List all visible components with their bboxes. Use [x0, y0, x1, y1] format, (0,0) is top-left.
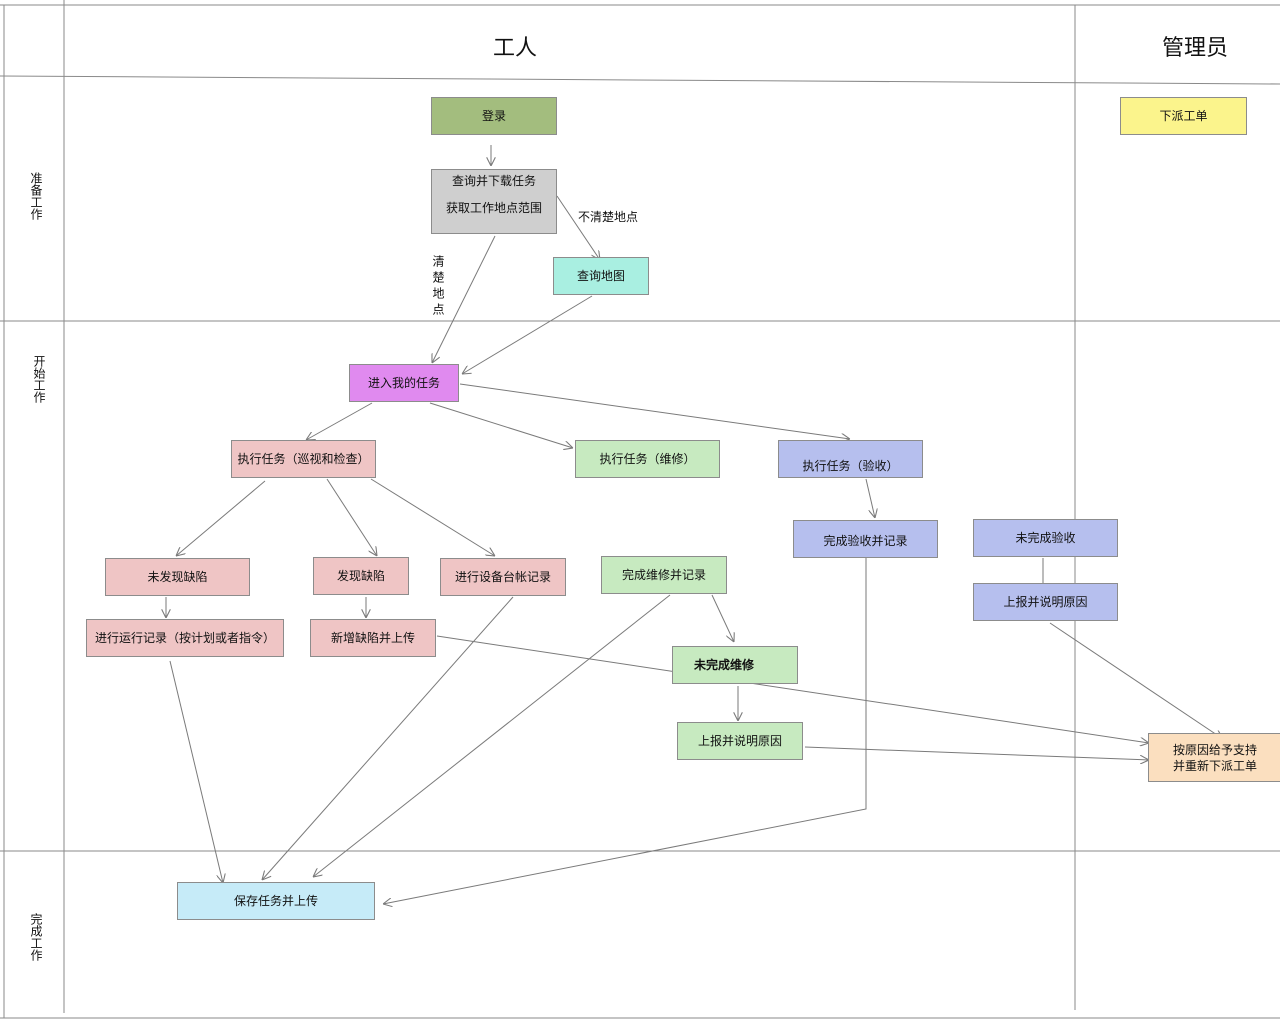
node-found-defect[interactable]: 发现缺陷 [313, 557, 409, 595]
node-exec-accept[interactable]: 执行任务（验收） [778, 440, 923, 478]
arrow-adddefect-support [436, 635, 1149, 743]
node-exec-patrol[interactable]: 执行任务（巡视和检查） [231, 440, 376, 478]
node-support-redispatch[interactable]: 按原因给予支持 并重新下派工单 [1148, 733, 1280, 782]
node-run-record[interactable]: 进行运行记录（按计划或者指令） [86, 619, 284, 657]
node-accept-undone[interactable]: 未完成验收 [973, 519, 1118, 557]
node-repair-done[interactable]: 完成维修并记录 [601, 556, 727, 594]
node-query-line2: 获取工作地点范围 [445, 201, 542, 215]
column-header-admin: 管理员 [1161, 36, 1228, 61]
lane-label-start: 开始工作 [32, 355, 46, 403]
arrow-ledger-save [262, 596, 514, 880]
arrow-mytasks-repair [429, 402, 573, 448]
arrow-repairdone-repairundone [711, 594, 734, 642]
node-query-map[interactable]: 查询地图 [553, 257, 649, 295]
arrow-accept-acceptdone [865, 478, 875, 518]
arrow-query-map [556, 195, 600, 260]
node-report-reason-accept[interactable]: 上报并说明原因 [973, 583, 1118, 621]
arrow-reportrepair-support [804, 746, 1149, 760]
arrow-patrol-nodefect [176, 480, 266, 556]
arrow-patrol-ledger [370, 478, 495, 556]
edge-label-unclear-location: 不清楚地点 [578, 210, 639, 224]
column-header-worker: 工人 [492, 36, 537, 61]
node-save-upload[interactable]: 保存任务并上传 [177, 882, 375, 920]
node-login[interactable]: 登录 [431, 97, 557, 135]
node-query-line1: 查询并下载任务 [451, 174, 536, 188]
arrow-repairdone-save [313, 594, 671, 877]
arrow-query-mytasks [432, 235, 496, 363]
lane-label-finish: 完成工作 [29, 913, 43, 961]
arrow-runrecord-save [169, 660, 223, 883]
edge-label-clear-location: 清楚地点 [431, 255, 445, 319]
node-add-defect[interactable]: 新增缺陷并上传 [310, 619, 436, 657]
node-support-line2: 并重新下派工单 [1172, 758, 1257, 773]
arrow-acceptdone-save [383, 558, 867, 904]
node-report-reason-repair[interactable]: 上报并说明原因 [677, 722, 803, 760]
arrow-patrol-founddefect [326, 478, 377, 556]
arrow-mytasks-patrol [306, 402, 373, 440]
node-my-tasks[interactable]: 进入我的任务 [349, 364, 459, 402]
arrow-map-mytasks [462, 295, 593, 374]
node-query-download[interactable]: 查询并下载任务 获取工作地点范围 [431, 169, 557, 234]
node-accept-done[interactable]: 完成验收并记录 [793, 520, 938, 558]
node-repair-undone[interactable]: 未完成维修 [672, 646, 798, 684]
node-no-defect[interactable]: 未发现缺陷 [105, 558, 250, 596]
arrow-reportaccept-support [1049, 622, 1223, 739]
node-ledger-record[interactable]: 进行设备台帐记录 [440, 558, 566, 596]
node-dispatch-ticket[interactable]: 下派工单 [1120, 97, 1247, 135]
arrow-mytasks-accept [459, 383, 850, 439]
lane-label-prepare: 准备工作 [29, 172, 43, 220]
node-exec-repair[interactable]: 执行任务（维修） [575, 440, 720, 478]
node-support-line1: 按原因给予支持 [1172, 742, 1257, 757]
